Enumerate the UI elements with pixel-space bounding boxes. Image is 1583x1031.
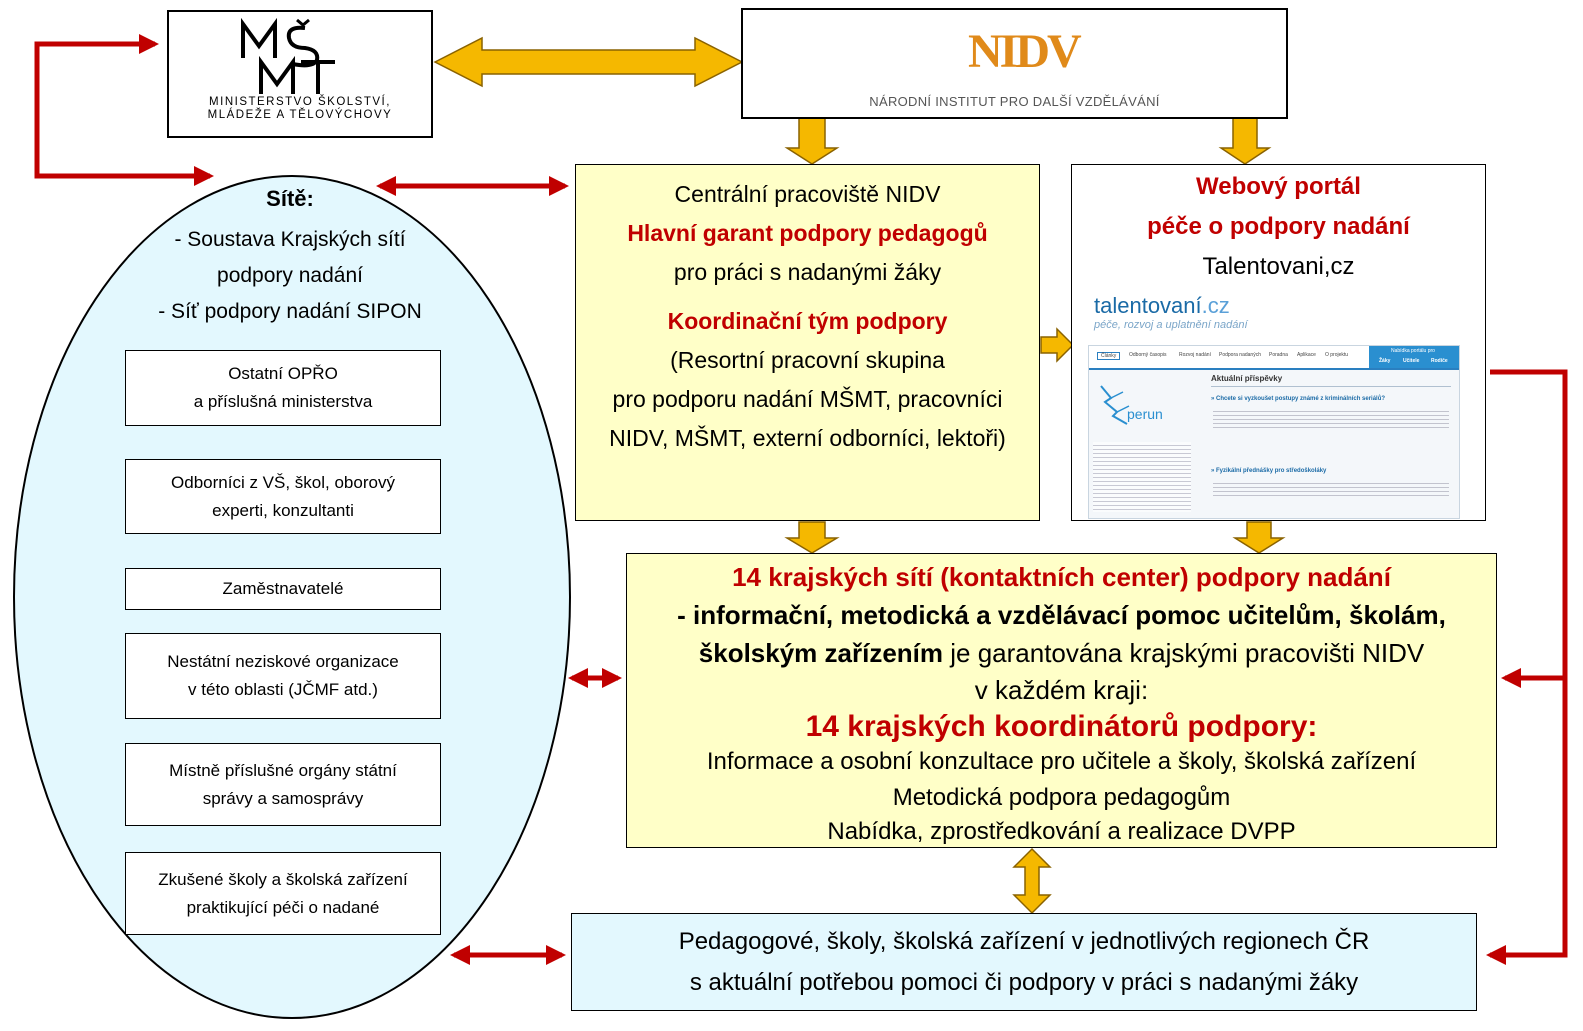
perun-logo-text: perun [1127,406,1163,422]
regional-bottom-arrow [1012,847,1052,915]
msmt-ellipse-connector [34,34,214,186]
networks-line1: - Soustava Krajských sítí [174,228,406,251]
portal-site-name: Talentovani,cz [1202,253,1355,280]
portal-news-text [1213,408,1449,428]
network-box-line: Odborníci z VŠ, škol, oborový [171,472,395,492]
network-box-line: v této oblasti (JČMF atd.) [188,680,378,699]
regional-coordinators-title: 14 krajských koordinátorů podpory: [805,710,1318,743]
portal-tab: Poradna [1269,352,1288,358]
nidv-logo-mark: NIDV [968,25,1082,78]
bottom-line2: s aktuální potřebou pomoci či podpory v … [689,969,1359,996]
talentovani-logo-subtitle: péče, rozvoj a uplatnění nadání [1094,319,1248,331]
portal-tab: O projektu [1325,352,1349,358]
portal-left-text [1093,442,1191,512]
nidv-logo-box: NIDV NÁRODNÍ INSTITUT PRO DALŠÍ VZDĚLÁVÁ… [741,8,1288,119]
network-box-oprc: Ostatní OPŘO a příslušná ministerstva [125,350,441,426]
nidv-name: NÁRODNÍ INSTITUT PRO DALŠÍ VZDĚLÁVÁNÍ [869,94,1160,109]
portal-offer-panel: Nabídka portálu pro Žáky Učitele Rodiče [1369,346,1459,368]
central-main-guarantor: Hlavní garant podpory pedagogů [627,220,988,246]
portal-screenshot-nav: Články Odborný časopis Rozvoj nadání Pod… [1089,346,1459,370]
network-box-line: a příslušná ministerstva [193,392,373,411]
central-line3: pro práci s nadanými žáky [673,259,942,285]
portal-news-text [1213,480,1449,496]
network-box-line: Zaměstnavatelé [222,579,344,598]
central-line1: Centrální pracoviště NIDV [674,181,941,207]
regional-line3-rest: je garantována krajskými pracovišti NIDV [943,638,1425,668]
network-box-line: Místně příslušné orgány státní [169,760,397,780]
portal-news-link[interactable]: » Fyzikální přednášky pro středoškoláky [1211,468,1327,474]
network-box-experts: Odborníci z VŠ, škol, oborový experti, k… [125,459,441,534]
regional-line4: v každém kraji: [974,675,1149,705]
central-portal-arrow [1040,327,1075,363]
msmt-nidv-arrow [433,36,744,88]
perun-lightning-icon [1100,385,1130,425]
central-line7: NIDV, MŠMT, externí odborníci, lektoři) [609,425,1006,451]
portal-tab: Podpora nadaných [1219,352,1261,358]
network-box-line: praktikující péči o nadané [186,897,380,917]
regional-networks-box: 14 krajských sítí (kontaktních center) p… [626,553,1497,848]
nidv-central-arrow [784,117,840,165]
talentovani-logo-tld: .cz [1201,293,1230,318]
msmt-logo-mark [241,18,335,94]
portal-offer-title: Nabídka portálu pro [1391,348,1435,354]
portal-tab: Články [1097,352,1121,360]
networks-title: Sítě: [266,186,314,211]
central-regional-arrow [784,521,840,554]
portal-offer-item: Rodiče [1431,358,1448,364]
portal-offer-item: Učitele [1403,358,1420,364]
portal-title1: Webový portál [1196,173,1361,200]
network-box-line: Zkušené školy a školská zařízení [158,869,408,889]
regional-line2: - informační, metodická a vzdělávací pom… [677,600,1446,630]
bottom-line1: Pedagogové, školy, školská zařízení v je… [678,928,1370,955]
portal-tab: Rozvoj nadání [1179,352,1211,358]
teachers-schools-box: Pedagogové, školy, školská zařízení v je… [571,913,1477,1011]
central-coordination-team: Koordinační tým podpory [667,308,948,334]
regional-line3-bold: školským zařízením [698,638,944,668]
portal-tab: Odborný časopis [1129,352,1167,358]
network-box-line: experti, konzultanti [212,500,354,520]
central-line6: pro podporu nadání MŠMT, pracovníci [612,386,1003,412]
talentovani-logo[interactable]: talentovaní.cz [1094,293,1230,319]
portal-screenshot: Články Odborný časopis Rozvoj nadání Pod… [1088,345,1460,519]
network-box-line: Nestátní neziskové organizace [167,652,399,671]
central-line5: (Resortní pracovní skupina [670,347,945,373]
regional-line6: Informace a osobní konzultace pro učitel… [706,748,1417,775]
msmt-name-line1: MINISTERSTVO ŠKOLSTVÍ, [209,96,391,108]
talentovani-logo-main: talentovaní [1094,293,1202,318]
msmt-name-line2: MLÁDEŽE A TĚLOVÝCHOVY [207,109,393,121]
networks-line3: - Síť podpory nadání SIPON [158,300,422,323]
central-nidv-box: Centrální pracoviště NIDV Hlavní garant … [575,164,1040,521]
portal-offer-item: Žáky [1379,358,1391,364]
regional-line3: školským zařízením je garantována krajsk… [627,638,1496,669]
web-portal-box: Webový portál péče o podpory nadání Tale… [1071,164,1486,521]
network-box-employers: Zaměstnavatelé [125,568,441,610]
msmt-name: MINISTERSTVO ŠKOLSTVÍ, MLÁDEŽE A TĚLOVÝC… [169,96,431,122]
portal-title2: péče o podpory nadání [1147,213,1410,240]
network-box-line: správy a samosprávy [202,788,364,808]
network-box-schools: Zkušené školy a školská zařízení praktik… [125,852,441,935]
portal-regional-arrow [1232,521,1286,554]
msmt-logo-box: MINISTERSTVO ŠKOLSTVÍ, MLÁDEŽE A TĚLOVÝC… [167,10,433,138]
nidv-portal-arrow [1218,117,1272,165]
networks-line2: podpory nadání [217,264,363,287]
portal-news-heading: Aktuální příspěvky [1211,374,1283,383]
portal-news-link[interactable]: » Chcete si vyzkoušet postupy známé z kr… [1211,396,1386,402]
network-box-ngo: Nestátní neziskové organizace v této obl… [125,633,441,719]
right-feedback-connector [1486,369,1568,965]
regional-line8: Nabídka, zprostředkování a realizace DVP… [827,818,1296,845]
network-box-line: Ostatní OPŘO [228,364,338,383]
network-box-authorities: Místně příslušné orgány státní správy a … [125,743,441,826]
portal-tab: Aplikace [1297,352,1316,358]
regional-title: 14 krajských sítí (kontaktních center) p… [732,562,1391,592]
regional-line7: Metodická podpora pedagogům [892,784,1231,811]
